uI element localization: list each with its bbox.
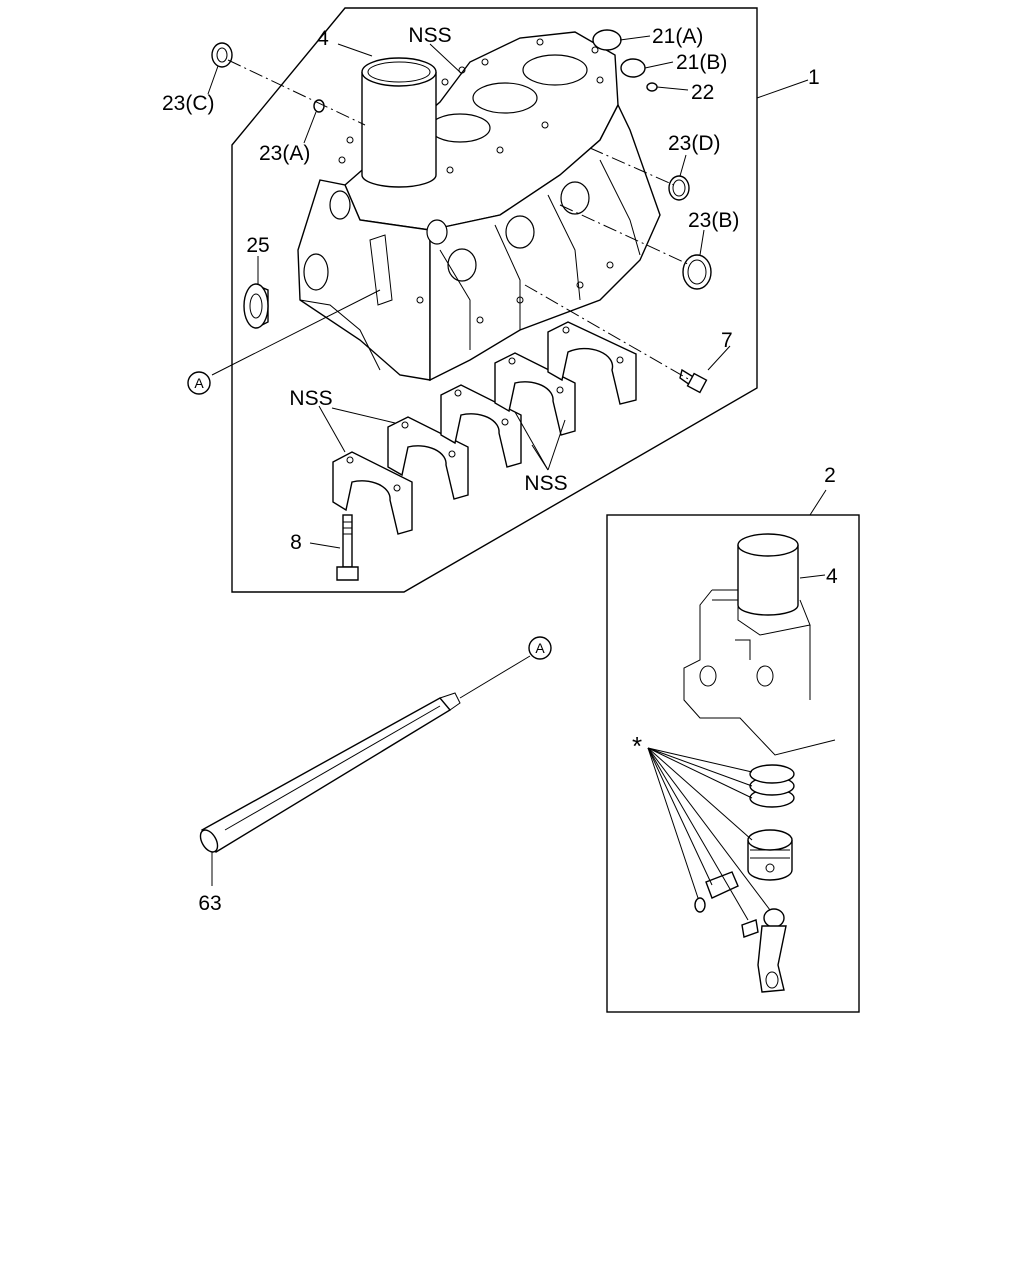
block-sketch bbox=[683, 589, 836, 756]
ref-a-label-1: A bbox=[194, 375, 204, 391]
piston-pin bbox=[705, 871, 739, 899]
leader-2 bbox=[809, 489, 827, 516]
callout-21a: 21(A) bbox=[652, 25, 703, 48]
star-leader-lines bbox=[647, 747, 771, 921]
callout-star: * bbox=[632, 731, 642, 761]
frame-1-outline bbox=[231, 7, 758, 593]
bolt-7 bbox=[679, 368, 708, 394]
seal-23c bbox=[211, 42, 233, 68]
callout-1: 1 bbox=[808, 66, 820, 89]
callout-23a: 23(A) bbox=[259, 142, 310, 165]
ref-a-label-2: A bbox=[535, 640, 545, 656]
snap-ring bbox=[694, 897, 706, 913]
callout-nss-top: NSS bbox=[408, 24, 451, 47]
callout-25: 25 bbox=[246, 234, 269, 257]
callout-7: 7 bbox=[721, 329, 733, 352]
bushing bbox=[741, 919, 759, 938]
leader-1 bbox=[756, 79, 809, 99]
plug-22 bbox=[646, 82, 658, 92]
callout-2: 2 bbox=[824, 464, 836, 487]
tube-63 bbox=[199, 655, 531, 886]
callout-8: 8 bbox=[290, 531, 302, 554]
callout-63: 63 bbox=[198, 892, 221, 915]
callout-nss-bottom: NSS bbox=[524, 472, 567, 495]
cylinder-block bbox=[297, 31, 661, 382]
cylinder-liner-part-4 bbox=[361, 57, 437, 188]
callout-23b: 23(B) bbox=[688, 209, 739, 232]
callout-nss-left: NSS bbox=[289, 387, 332, 410]
callout-22: 22 bbox=[691, 81, 714, 104]
callout-4-top: 4 bbox=[317, 27, 329, 50]
reference-a-tube: A bbox=[528, 636, 552, 660]
seal-23b bbox=[682, 254, 712, 290]
seal-23d bbox=[668, 175, 690, 201]
cylinder-liner-part-4-frame-2 bbox=[737, 533, 826, 616]
leader-lines-frame-1 bbox=[207, 35, 731, 549]
bearing-caps bbox=[332, 321, 637, 535]
connecting-rod bbox=[757, 908, 787, 993]
callout-23d: 23(D) bbox=[668, 132, 721, 155]
reference-a-block: A bbox=[187, 371, 211, 395]
piston-rings bbox=[749, 764, 795, 808]
bearing-25 bbox=[243, 283, 269, 329]
callout-4-right: 4 bbox=[826, 565, 838, 588]
callout-23c: 23(C) bbox=[162, 92, 215, 115]
frame-2-outline bbox=[606, 514, 860, 1013]
piston bbox=[747, 829, 793, 881]
callout-21b: 21(B) bbox=[676, 51, 727, 74]
plug-21b bbox=[620, 58, 646, 78]
plug-21a bbox=[592, 29, 622, 51]
bolt-8 bbox=[336, 514, 359, 581]
